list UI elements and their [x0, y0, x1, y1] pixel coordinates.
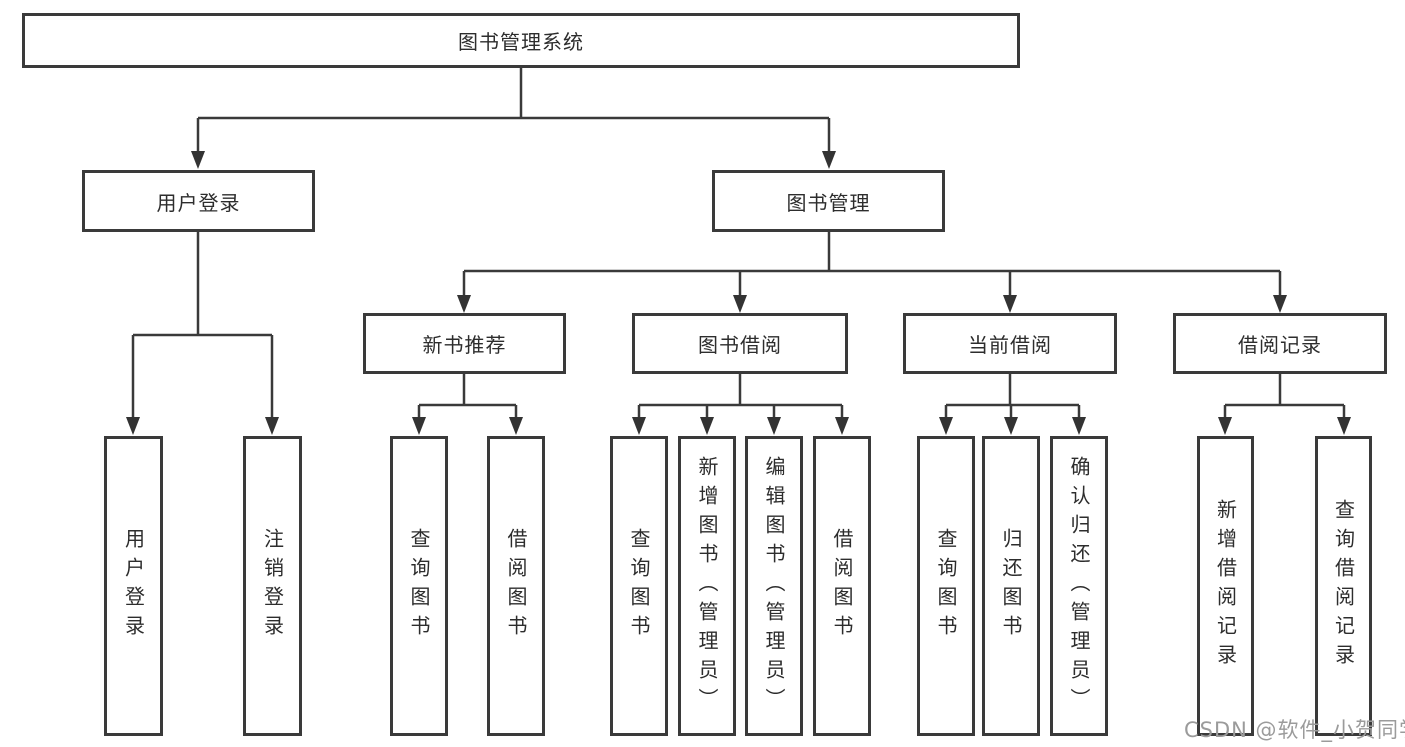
node-label: 借阅记录	[1238, 333, 1322, 357]
node-label: 借阅图书	[504, 528, 528, 644]
node-label: 用户登录	[156, 190, 241, 215]
node-user-login: 用户登录	[82, 170, 315, 232]
leaf-cb-confirm-return-admin: 确认归还（管理员）	[1050, 436, 1108, 736]
node-label: 查询图书	[627, 528, 651, 644]
leaf-br-add-record: 新增借阅记录	[1197, 436, 1254, 736]
node-label: 编辑图书（管理员）	[762, 455, 786, 717]
leaf-cb-query-books: 查询图书	[917, 436, 975, 736]
node-book-management: 图书管理	[712, 170, 945, 232]
leaf-nbr-query-books: 查询图书	[390, 436, 448, 736]
node-borrow-records: 借阅记录	[1173, 313, 1387, 374]
node-current-borrow: 当前借阅	[903, 313, 1117, 374]
leaf-br-query-record: 查询借阅记录	[1315, 436, 1372, 736]
leaf-user-login: 用户登录	[104, 436, 163, 736]
node-new-book-recommend: 新书推荐	[363, 313, 566, 374]
node-label: 图书管理系统	[458, 30, 584, 54]
leaf-logout: 注销登录	[243, 436, 302, 736]
leaf-bb-borrow-books: 借阅图书	[813, 436, 871, 736]
node-label: 注销登录	[260, 528, 285, 644]
node-book-borrow: 图书借阅	[632, 313, 848, 374]
leaf-bb-query-books: 查询图书	[610, 436, 668, 736]
node-label: 确认归还（管理员）	[1067, 455, 1091, 717]
leaf-cb-return-books: 归还图书	[982, 436, 1040, 736]
node-label: 查询图书	[407, 528, 431, 644]
leaf-bb-add-books-admin: 新增图书（管理员）	[678, 436, 736, 736]
node-label: 当前借阅	[968, 333, 1052, 357]
node-label: 新增借阅记录	[1213, 499, 1238, 673]
node-label: 查询图书	[934, 528, 958, 644]
watermark: CSDN @软件_小贺同学	[1184, 718, 1405, 742]
leaf-nbr-borrow-books: 借阅图书	[487, 436, 545, 736]
node-label: 归还图书	[999, 528, 1023, 644]
node-label: 新书推荐	[422, 333, 507, 357]
node-label: 借阅图书	[830, 528, 854, 644]
node-root: 图书管理系统	[22, 13, 1020, 68]
leaf-bb-edit-books-admin: 编辑图书（管理员）	[745, 436, 803, 736]
node-label: 图书管理	[786, 190, 871, 215]
node-label: 用户登录	[121, 528, 146, 644]
node-label: 查询借阅记录	[1331, 499, 1356, 673]
node-label: 新增图书（管理员）	[695, 455, 719, 717]
node-label: 图书借阅	[698, 333, 782, 357]
